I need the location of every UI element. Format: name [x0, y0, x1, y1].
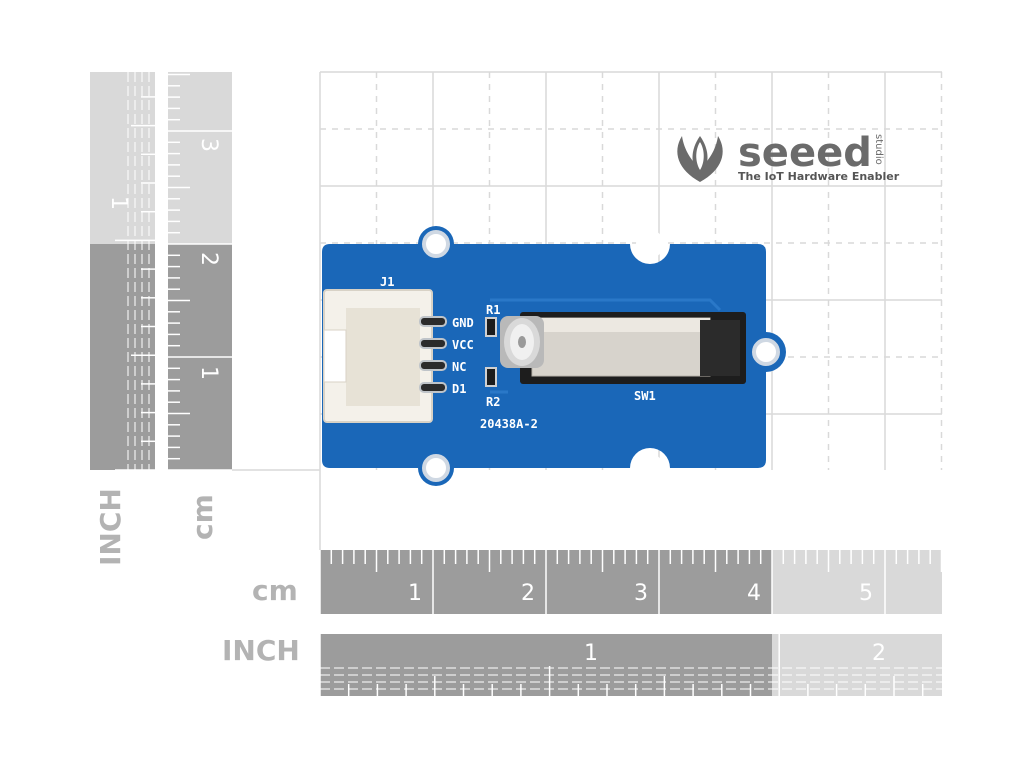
grove-connector [323, 289, 433, 423]
resistor-label-r2: R2 [486, 395, 500, 409]
connector-label: J1 [380, 275, 394, 289]
part-number: 20438A-2 [480, 417, 538, 431]
pin-label-vcc: VCC [452, 338, 474, 352]
pin-label-gnd: GND [452, 316, 474, 330]
bottom-cm-tick-3: 3 [634, 581, 648, 606]
left-inch-tick-1: 1 [106, 196, 131, 210]
bottom-cm-tick-2: 2 [521, 581, 535, 606]
left-cm-unit-label: cm [186, 494, 219, 540]
bottom-cm-unit-label: cm [252, 574, 298, 607]
bottom-inch-tick-1: 1 [584, 641, 598, 666]
switch-label: SW1 [634, 389, 656, 403]
left-inch-ruler: 1 [90, 72, 155, 471]
bottom-inch-tick-2: 2 [872, 641, 886, 666]
grove-switch-board: J1 GND VCC NC D1 R1 R2 SW1 20438A-2 [322, 226, 786, 486]
bottom-cm-tick-5: 5 [859, 581, 873, 606]
pin-label-d1: D1 [452, 382, 466, 396]
logo-brand: seeed [738, 130, 872, 176]
mounting-hole-right [752, 338, 780, 366]
left-cm-tick-1: 1 [196, 366, 221, 380]
mounting-hole-top [422, 230, 450, 258]
logo-studio: studio [873, 134, 884, 165]
mounting-notch-top [636, 230, 664, 258]
bottom-inch-unit-label: INCH [222, 634, 300, 667]
pin-pads [419, 316, 447, 393]
left-cm-tick-3: 3 [196, 138, 221, 152]
mounting-notch-bottom [636, 454, 664, 482]
seeed-leaf-icon [677, 136, 723, 182]
left-cm-tick-2: 2 [196, 252, 221, 266]
seeed-logo: seeed studio The IoT Hardware Enabler [677, 130, 900, 183]
switch-roller [500, 316, 544, 368]
bottom-cm-ruler: 1 2 3 4 5 [319, 550, 943, 614]
bottom-cm-tick-4: 4 [747, 581, 761, 606]
resistor-r1 [485, 317, 497, 337]
mounting-hole-bottom [422, 454, 450, 482]
micro-switch [520, 312, 746, 384]
left-inch-unit-label: INCH [94, 488, 127, 566]
bottom-inch-ruler: 1 2 [319, 634, 942, 696]
pcb-trace [490, 298, 722, 394]
resistor-r2 [485, 367, 497, 387]
resistor-label-r1: R1 [486, 303, 500, 317]
bottom-cm-tick-1: 1 [408, 581, 422, 606]
logo-tagline: The IoT Hardware Enabler [738, 170, 900, 183]
left-cm-ruler: 3 2 1 [168, 72, 232, 471]
pin-label-nc: NC [452, 360, 466, 374]
